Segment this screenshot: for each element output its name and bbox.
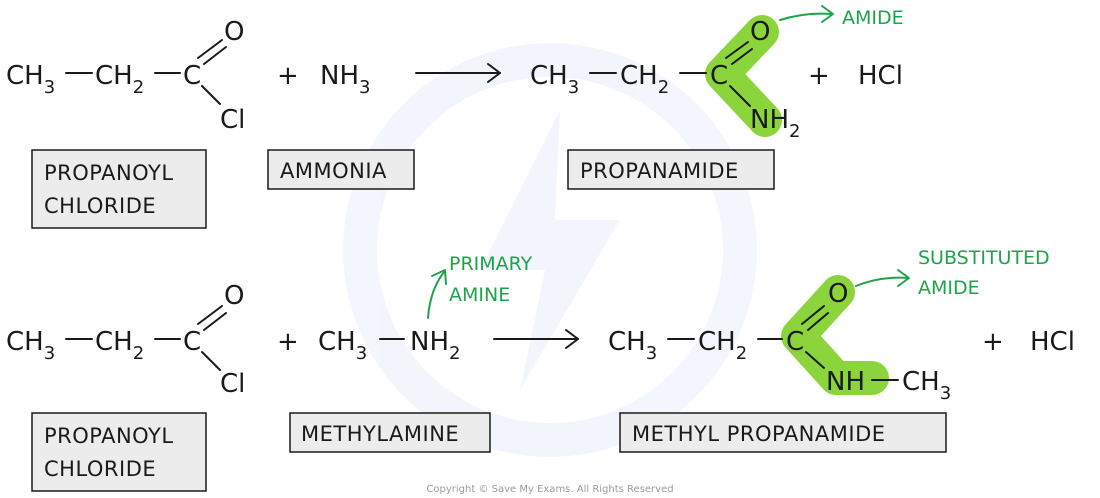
double-bond [801, 305, 825, 325]
methyl-propanamide-structure: CH3 CH2 C O NH CH3 [608, 275, 951, 404]
svg-text:NH: NH [826, 367, 865, 397]
bond [729, 85, 751, 107]
reaction-1: CH3 CH2 C O Cl + NH3 CH3 CH2 C [6, 5, 904, 229]
propanoyl-chloride-structure-2: CH3 CH2 C O Cl [6, 281, 245, 399]
methylamine-structure: CH3 NH2 [318, 327, 460, 364]
svg-text:AMIDE: AMIDE [842, 7, 904, 29]
plus-sign: + [277, 61, 299, 91]
svg-text:NH2: NH2 [410, 327, 460, 364]
label-propanoyl-chloride-1: PROPANOYL CHLORIDE [31, 149, 207, 229]
double-bond [203, 46, 227, 65]
svg-text:NH3: NH3 [320, 61, 370, 98]
svg-text:CH3: CH3 [608, 327, 657, 364]
svg-text:NH2: NH2 [750, 105, 800, 142]
ch2-text: CH [95, 61, 133, 91]
chlorine: Cl [220, 105, 245, 135]
double-bond [197, 305, 223, 325]
amide-annotation: AMIDE [779, 5, 904, 29]
copyright-text: Copyright © Save My Exams. All Rights Re… [426, 484, 673, 495]
double-bond [725, 41, 749, 59]
svg-text:CH3: CH3 [6, 61, 55, 98]
svg-text:PROPANOYL: PROPANOYL [44, 161, 174, 185]
svg-text:METHYL PROPANAMIDE: METHYL PROPANAMIDE [632, 422, 886, 446]
label-methylamine: METHYLAMINE [289, 412, 491, 453]
hcl-product: HCl [858, 61, 903, 91]
svg-text:AMINE: AMINE [449, 284, 510, 306]
svg-text:PROPANOYL: PROPANOYL [44, 424, 174, 448]
svg-text:CH2: CH2 [698, 327, 747, 364]
plus-sign: + [277, 327, 299, 357]
oxygen: O [224, 17, 244, 47]
svg-text:METHYLAMINE: METHYLAMINE [301, 422, 459, 446]
propanamide-structure: CH3 CH2 C O NH2 [530, 15, 800, 142]
double-bond [203, 312, 227, 331]
svg-text:AMMONIA: AMMONIA [280, 159, 387, 183]
label-methyl-propanamide: METHYL PROPANAMIDE [619, 412, 947, 453]
watermark-logo [343, 43, 757, 457]
svg-text:CH3: CH3 [6, 327, 55, 364]
svg-text:PRIMARY: PRIMARY [449, 253, 533, 275]
svg-text:PROPANAMIDE: PROPANAMIDE [580, 159, 739, 183]
double-bond [807, 312, 829, 331]
svg-text:SUBSTITUTED: SUBSTITUTED [918, 247, 1050, 269]
double-bond [731, 48, 753, 65]
svg-text:CH2: CH2 [620, 61, 669, 98]
hcl-product: HCl [1030, 327, 1075, 357]
primary-amine-annotation: PRIMARY AMINE [427, 253, 533, 319]
chlorine: Cl [220, 369, 245, 399]
oxygen: O [828, 279, 848, 309]
svg-text:CHLORIDE: CHLORIDE [44, 457, 156, 481]
reaction-arrow-2 [493, 329, 579, 349]
ch3-text: CH [6, 61, 44, 91]
bond [805, 351, 825, 369]
oxygen: O [750, 17, 770, 47]
amide-highlight [705, 15, 782, 137]
svg-text:CHLORIDE: CHLORIDE [44, 194, 156, 218]
svg-text:CH2: CH2 [95, 327, 144, 364]
plus-sign: + [982, 327, 1004, 357]
label-ammonia: AMMONIA [267, 149, 415, 190]
carbonyl-carbon: C [710, 61, 728, 91]
substituted-amide-highlight [781, 275, 889, 395]
carbonyl-carbon: C [183, 327, 201, 357]
bond [201, 351, 221, 371]
svg-text:CH2: CH2 [95, 61, 144, 98]
plus-sign: + [808, 61, 830, 91]
reaction-arrow-1 [415, 63, 501, 83]
label-propanamide: PROPANAMIDE [567, 149, 775, 190]
substituted-amide-annotation: SUBSTITUTED AMIDE [855, 247, 1050, 299]
bond [201, 85, 221, 105]
svg-text:CH3: CH3 [902, 367, 951, 404]
oxygen: O [224, 281, 244, 311]
svg-text:CH3: CH3 [318, 327, 367, 364]
ammonia-structure: NH3 [320, 61, 370, 98]
svg-text:CH3: CH3 [530, 61, 579, 98]
svg-text:AMIDE: AMIDE [918, 277, 980, 299]
double-bond [197, 39, 223, 59]
carbonyl-carbon: C [183, 61, 201, 91]
carbonyl-carbon: C [786, 327, 804, 357]
propanoyl-chloride-structure-1: CH3 CH2 C O Cl [6, 17, 245, 135]
reaction-2: CH3 CH2 C O Cl + CH3 NH2 PRIMARY AMINE [6, 247, 1075, 492]
label-propanoyl-chloride-2: PROPANOYL CHLORIDE [31, 412, 207, 492]
